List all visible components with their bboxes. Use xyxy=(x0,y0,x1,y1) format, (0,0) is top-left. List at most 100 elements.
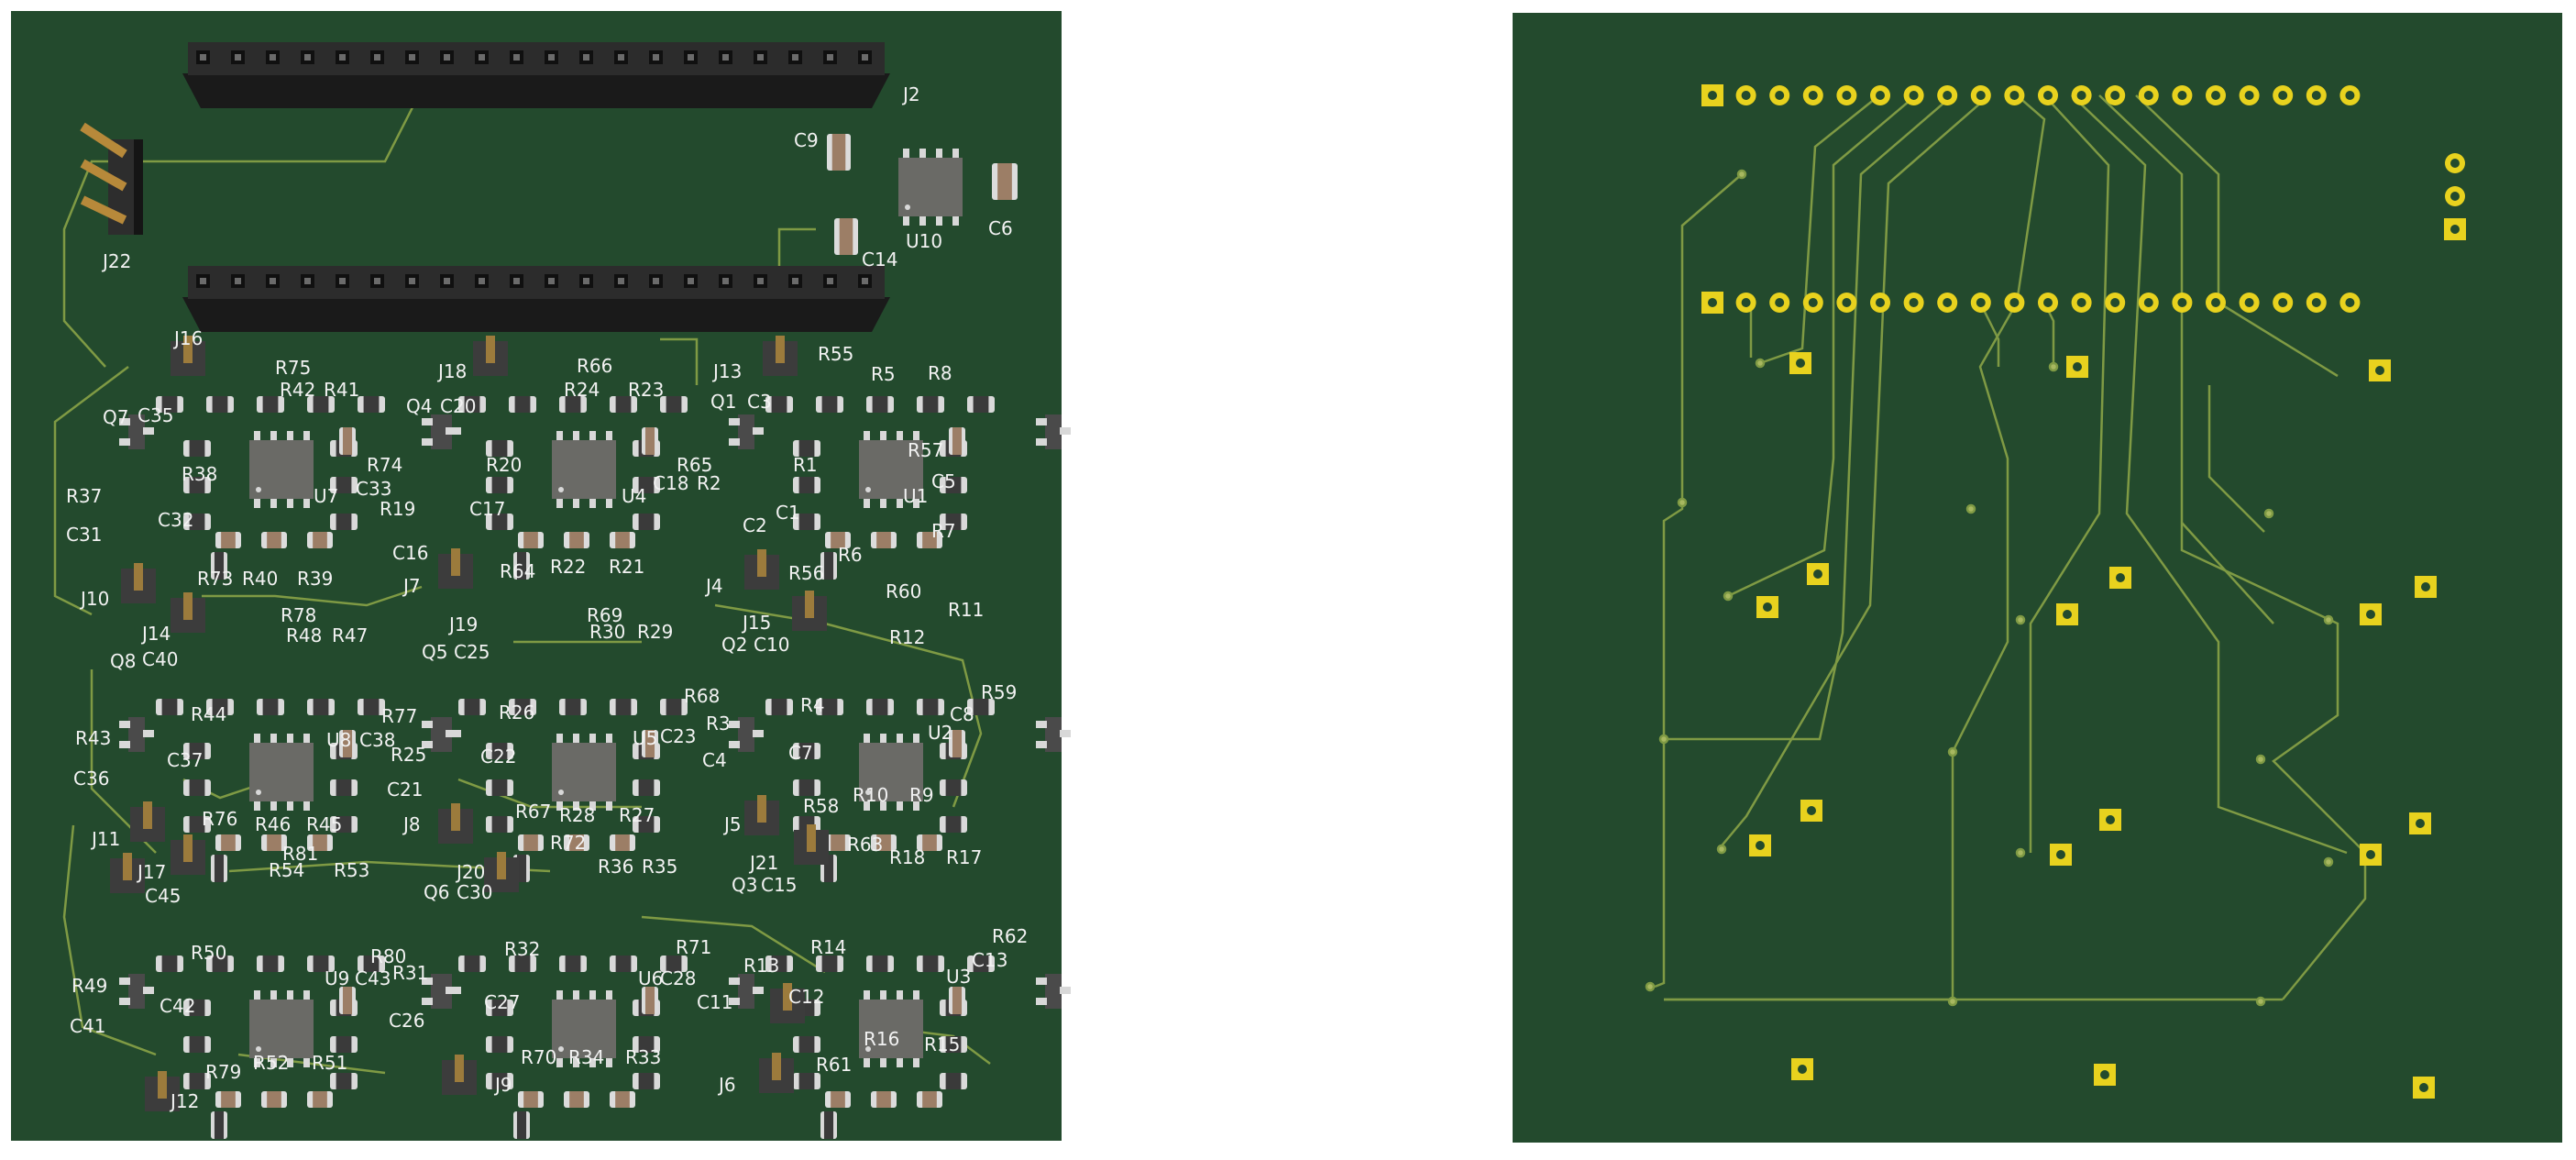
silk-r51: R51 xyxy=(312,1052,347,1074)
resistor-body xyxy=(633,816,660,833)
resistor-body xyxy=(486,477,513,493)
resistor-body xyxy=(633,1036,660,1053)
capacitor-body xyxy=(610,834,635,851)
front-trace xyxy=(457,778,642,809)
silk-j10: J10 xyxy=(79,588,109,610)
resistor-body xyxy=(820,1111,837,1139)
capacitor-body xyxy=(261,1091,287,1108)
silk-c42: C42 xyxy=(160,995,195,1017)
back-traces xyxy=(1645,94,2367,1007)
silk-c14: C14 xyxy=(862,249,897,271)
back-header-pin-1 xyxy=(1701,84,1723,106)
resistor-body xyxy=(660,699,688,715)
silk-c30: C30 xyxy=(457,881,492,903)
back-via xyxy=(1677,497,1688,508)
silk-u5: U5 xyxy=(633,727,657,749)
resistor-body xyxy=(513,552,530,580)
silk-r9: R9 xyxy=(909,784,934,806)
silk-c11: C11 xyxy=(697,991,732,1013)
silk-c23: C23 xyxy=(660,725,696,747)
test-jack xyxy=(744,795,779,835)
resistor-body xyxy=(509,956,536,972)
silk-r43: R43 xyxy=(75,727,111,749)
mid-header-connector xyxy=(182,266,890,332)
resistor-body xyxy=(358,956,385,972)
front-trace xyxy=(714,603,983,808)
silk-r23: R23 xyxy=(628,379,664,401)
silk-j5: J5 xyxy=(722,813,742,835)
back-via xyxy=(1965,503,1976,514)
transistor-body xyxy=(119,717,154,752)
silk-r74: R74 xyxy=(367,454,402,476)
back-via xyxy=(1947,746,1958,757)
back-via xyxy=(2255,754,2266,765)
transistor-body xyxy=(119,414,154,449)
silk-r57: R57 xyxy=(908,439,943,461)
top-header-connector xyxy=(182,42,890,108)
silk-j21: J21 xyxy=(748,852,778,874)
silk-r78: R78 xyxy=(281,604,316,626)
capacitor-body xyxy=(949,987,965,1014)
silk-r34: R34 xyxy=(568,1046,604,1068)
back-header-pin xyxy=(2172,293,2193,313)
resistor-body xyxy=(633,1073,660,1089)
silk-r26: R26 xyxy=(499,702,534,724)
resistor-body xyxy=(793,440,820,457)
back-header-pin xyxy=(2105,85,2126,105)
back-via xyxy=(1645,981,1656,992)
resistor-body xyxy=(458,956,486,972)
silk-c5: C5 xyxy=(931,470,956,492)
silk-r32: R32 xyxy=(504,938,540,960)
front-trace xyxy=(777,227,816,266)
silk-r39: R39 xyxy=(297,568,333,590)
test-jack xyxy=(763,336,798,376)
silk-r55: R55 xyxy=(818,343,853,365)
silk-c32: C32 xyxy=(158,509,193,531)
silk-c4: C4 xyxy=(702,749,727,771)
resistor-body xyxy=(765,396,793,413)
silk-j14: J14 xyxy=(140,623,171,645)
back-header-pin xyxy=(2306,293,2327,313)
capacitor-body xyxy=(917,532,942,548)
silk-q1: Q1 xyxy=(710,391,736,413)
silk-c16: C16 xyxy=(392,542,428,564)
resistor-body xyxy=(183,477,211,493)
capacitor-body xyxy=(339,427,356,455)
resistor-body xyxy=(183,514,211,530)
resistor-body xyxy=(330,1036,358,1053)
silk-r61: R61 xyxy=(816,1054,852,1076)
resistor-body xyxy=(486,743,513,759)
silk-j15: J15 xyxy=(741,612,771,634)
silk-r73: R73 xyxy=(197,568,233,590)
silk-r22: R22 xyxy=(550,556,586,578)
silk-j12: J12 xyxy=(169,1090,199,1112)
resistor-body xyxy=(206,956,234,972)
front-trace xyxy=(62,824,157,1056)
transistor-body xyxy=(422,414,457,449)
resistor-body xyxy=(330,816,358,833)
resistor-body xyxy=(458,396,486,413)
capacitor-body xyxy=(825,1091,851,1108)
resistor-body xyxy=(206,699,234,715)
silk-j13: J13 xyxy=(711,360,742,382)
back-via xyxy=(2015,614,2026,625)
capacitor-body xyxy=(215,532,241,548)
ic-package xyxy=(552,734,616,811)
silk-j11: J11 xyxy=(90,828,120,850)
back-trace xyxy=(2135,94,2339,378)
silk-c22: C22 xyxy=(480,746,516,768)
silk-r4: R4 xyxy=(800,694,825,716)
resistor-body xyxy=(866,956,894,972)
back-via xyxy=(2323,856,2334,867)
test-jack xyxy=(473,336,508,376)
back-via xyxy=(1723,591,1734,602)
capacitor-body xyxy=(871,834,897,851)
silk-r52: R52 xyxy=(253,1052,289,1074)
test-jack xyxy=(442,1055,477,1095)
capacitor-body xyxy=(339,730,356,757)
resistor-body xyxy=(793,514,820,530)
resistor-body xyxy=(633,477,660,493)
silk-c6: C6 xyxy=(988,217,1013,239)
back-via xyxy=(1947,996,1958,1007)
silk-r5: R5 xyxy=(871,363,896,385)
